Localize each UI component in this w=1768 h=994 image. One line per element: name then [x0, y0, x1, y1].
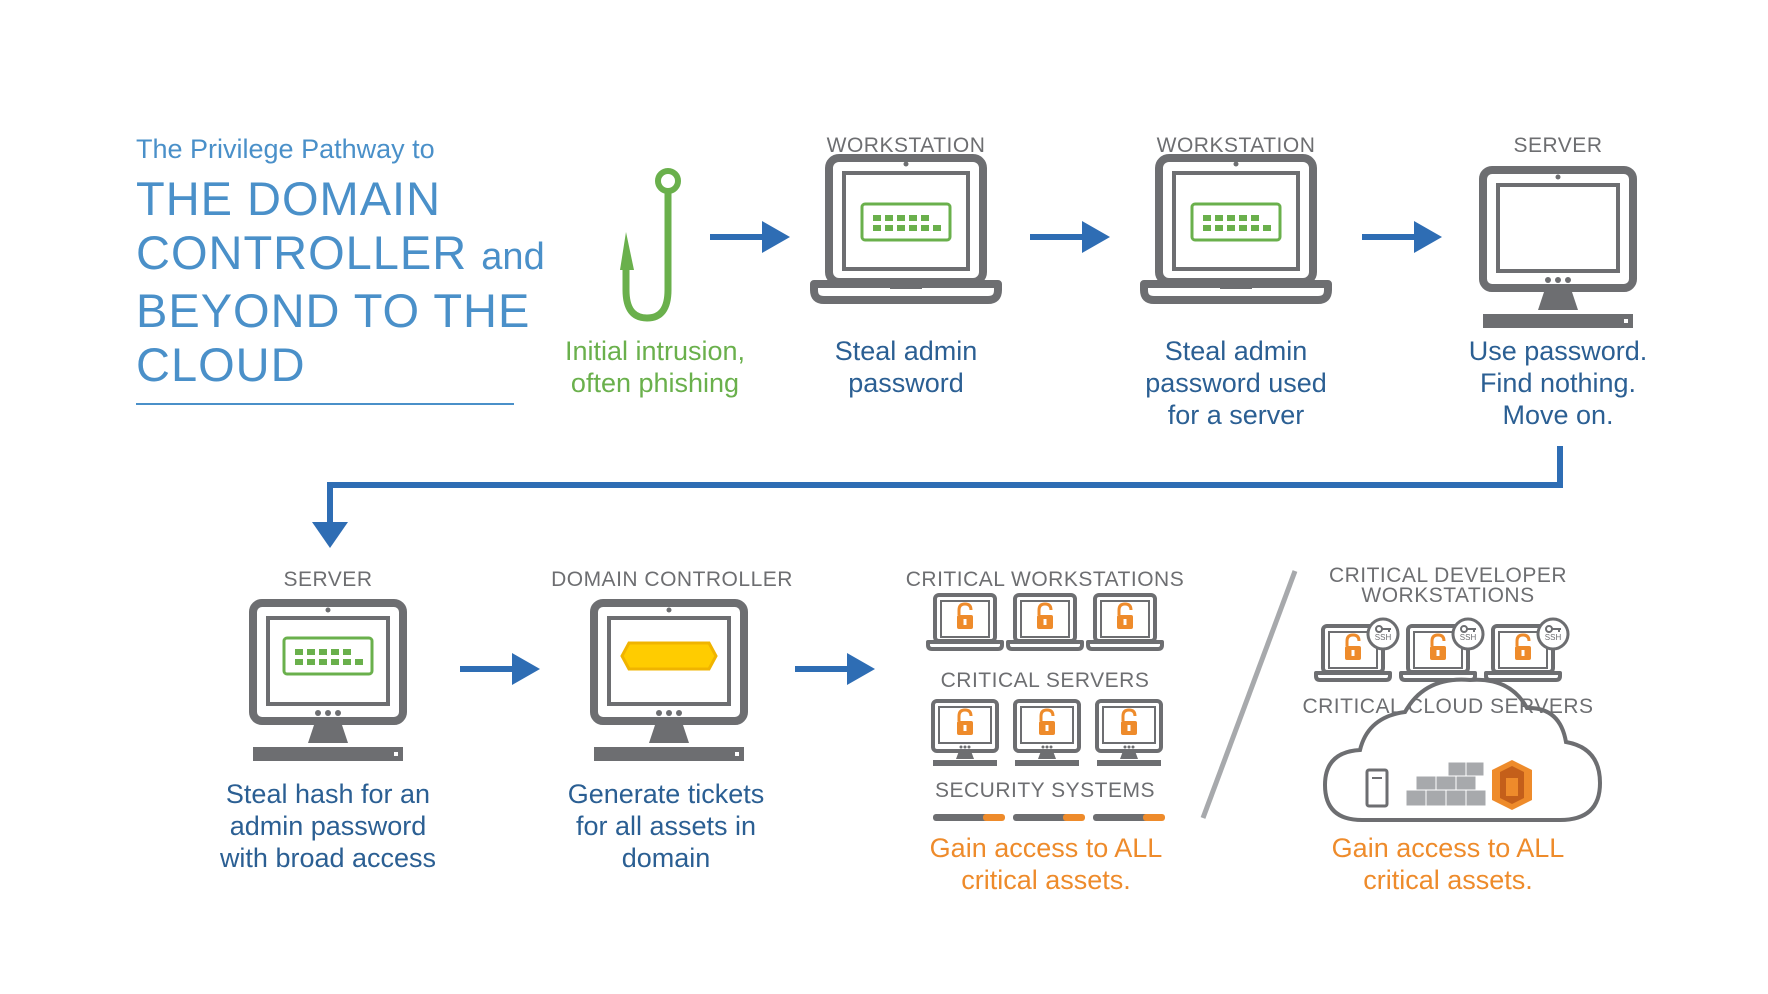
ssh-badge-text: SSH: [1375, 633, 1392, 642]
arrow-right-icon: [710, 221, 790, 253]
step-1-caption: Initial intrusion,often phishing: [564, 336, 746, 398]
critical-servers-label: CRITICAL SERVERS: [940, 669, 1150, 692]
monitor-icon: [253, 603, 403, 761]
step-5-label: SERVER: [283, 568, 373, 591]
title-conjunction: and: [481, 236, 545, 278]
title-line-3: BEYOND TO THE: [136, 284, 531, 337]
connector-line: [327, 446, 1563, 525]
arrow-right-icon: [1362, 221, 1442, 253]
critical-servers-group: [931, 699, 1163, 768]
arrow-right-icon: [795, 653, 875, 685]
laptop-icon: [1484, 617, 1570, 682]
step-4-caption: Use password.Find nothing.Move on.: [1468, 336, 1648, 430]
laptop-icon: [926, 593, 1004, 651]
laptop-icon: [1314, 617, 1400, 682]
aws-lambda-icon: [1492, 760, 1532, 810]
ticket-icon: [620, 641, 718, 671]
title-underline: [136, 403, 514, 405]
critical-workstations-group: [926, 593, 1164, 651]
arrow-right-icon: [1030, 221, 1110, 253]
server-tower-icon: [1365, 768, 1389, 808]
critical-developer-workstations-group: [1314, 617, 1570, 682]
security-systems-group: [933, 814, 1165, 821]
monitor-icon: [1013, 699, 1081, 768]
ssh-badge-text: SSH: [1460, 633, 1477, 642]
arrow-right-icon: [460, 653, 540, 685]
monitor-icon: [1095, 699, 1163, 768]
cloud-icon: [1322, 677, 1603, 822]
monitor-icon: [931, 699, 999, 768]
containers-icon: [1405, 761, 1487, 807]
laptop-icon: [814, 158, 998, 300]
arrow-down-icon: [312, 522, 348, 548]
monitor-icon: [1483, 170, 1633, 328]
step-4-label: SERVER: [1513, 134, 1603, 157]
security-systems-label: SECURITY SYSTEMS: [935, 779, 1155, 802]
page-title: THE DOMAIN CONTROLLER and BEYOND TO THE …: [136, 172, 545, 392]
divider-slash: [1200, 570, 1298, 819]
ssh-badge-text: SSH: [1545, 633, 1562, 642]
fishing-hook-icon: [620, 168, 681, 322]
monitor-icon: [594, 603, 744, 761]
critical-workstations-label: CRITICAL WORKSTATIONS: [905, 568, 1185, 591]
laptop-icon: [1006, 593, 1084, 651]
critical-cloud-servers-label: CRITICAL CLOUD SERVERS: [1302, 695, 1594, 718]
laptop-icon: [1086, 593, 1164, 651]
title-line-2: CONTROLLER and: [136, 226, 545, 279]
laptop-icon: [1144, 158, 1328, 300]
step-3-label: WORKSTATION: [1156, 134, 1316, 157]
title-line-4: CLOUD: [136, 338, 306, 391]
subtitle: The Privilege Pathway to: [136, 134, 435, 164]
step-2-label: WORKSTATION: [826, 134, 986, 157]
laptop-icon: [1399, 617, 1485, 682]
title-line-1: THE DOMAIN: [136, 172, 442, 225]
step-6-label: DOMAIN CONTROLLER: [551, 568, 793, 591]
